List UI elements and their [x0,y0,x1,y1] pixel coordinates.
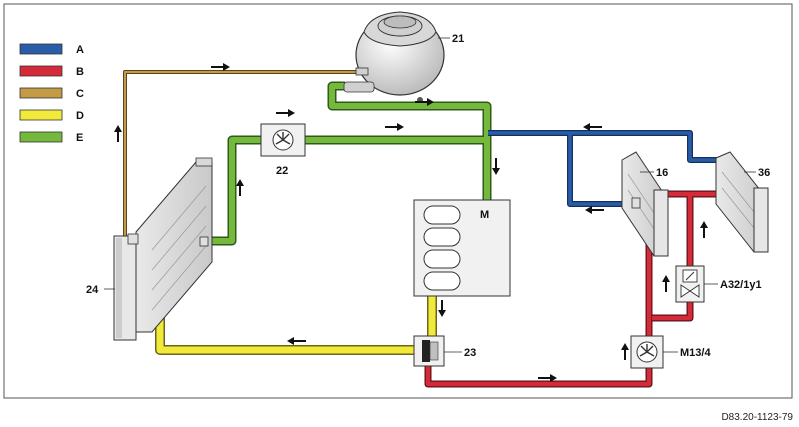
valve-a32 [675,265,705,303]
arrow-up-b-36 [700,221,708,238]
legend-label-b: B [76,66,84,78]
label-heat-exchanger-36: 36 [758,167,770,179]
legend-label-a: A [76,44,84,56]
label-engine-m: M [480,209,489,221]
pipe-c [123,70,362,236]
pump-m13 [630,335,664,369]
legend-label-e: E [76,132,83,144]
legend-swatch-c [19,87,63,99]
label-radiator-24: 24 [86,284,99,296]
label-valve-a32: A32/1y1 [720,279,762,291]
expansion-tank-21 [343,11,445,103]
legend-swatch-e [19,131,63,143]
valve-23 [413,335,445,367]
figure-code: D83.20-1123-79 [721,412,793,423]
heat-exchanger-16 [621,151,669,257]
legend-swatch-b [19,65,63,77]
heat-exchanger-36 [715,151,769,253]
arrow-right-c [211,63,230,71]
arrow-right-pump22 [276,109,295,117]
legend-label-c: C [76,88,84,100]
legend-swatch-d [19,109,63,121]
legend-swatch-a [19,43,63,55]
arrow-left-a-mid [585,206,604,214]
radiator-24 [113,157,213,341]
arrow-up-c [114,125,122,142]
pipe-e [205,81,492,246]
arrow-right-e-mid [385,123,404,131]
arrow-up-b-16 [621,343,629,360]
label-pump-m13: M13/4 [680,347,711,359]
flow-arrows [114,63,708,382]
label-expansion-tank-21: 21 [452,33,464,45]
arrow-right-b [538,374,557,382]
arrow-right-e-top [415,98,434,106]
legend: A B C D E [19,43,84,144]
arrow-left-a-top [583,123,602,131]
pipe-a [488,130,730,207]
label-valve-23: 23 [464,347,476,359]
arrow-up-b-a32 [662,275,670,292]
arrow-left-d [287,337,306,345]
label-heat-exchanger-16: 16 [656,167,668,179]
pump-22 [260,123,306,157]
arrow-down-e [492,158,500,175]
arrow-down-d [438,300,446,317]
legend-label-d: D [76,110,84,122]
label-pump-22: 22 [276,165,288,177]
engine-m [413,199,511,297]
arrow-up-e [236,179,244,196]
